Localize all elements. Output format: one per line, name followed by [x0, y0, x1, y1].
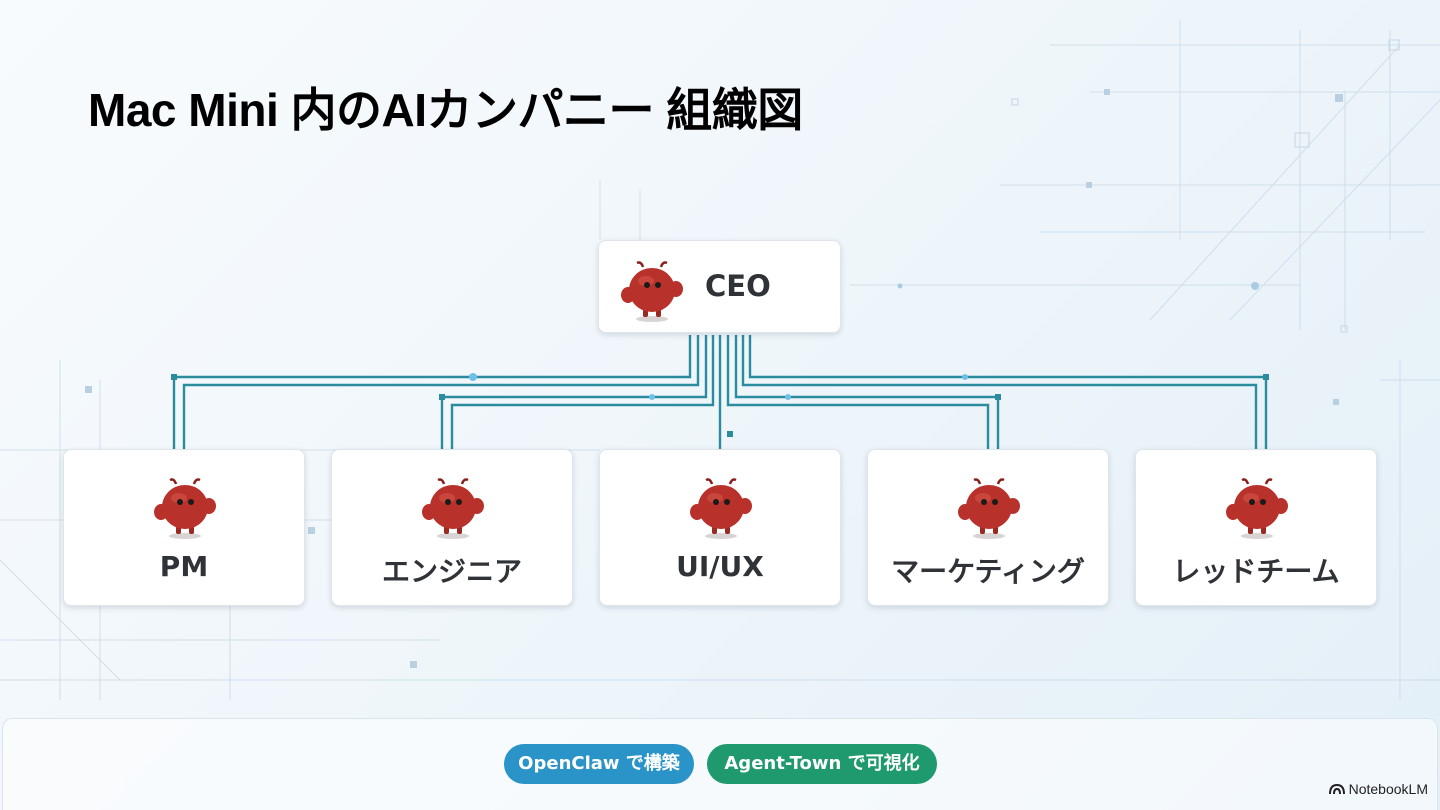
red-team-node: レッドチーム: [1135, 449, 1377, 606]
crab-mascot-icon: [958, 478, 1020, 539]
crab-mascot-icon: [154, 478, 216, 539]
engineer-node: エンジニア: [331, 449, 573, 606]
crab-mascot-icon: [621, 261, 683, 322]
crab-mascot-icon: [422, 478, 484, 539]
uiux-label: UI/UX: [676, 550, 764, 583]
page-title: Mac Mini 内のAIカンパニー 組織図: [88, 84, 803, 136]
pm-node: PM: [63, 449, 305, 606]
crab-mascot-icon: [690, 478, 752, 539]
ceo-node: CEO: [598, 240, 841, 333]
marketing-node: マーケティング: [867, 449, 1109, 606]
uiux-node: UI/UX: [599, 449, 841, 606]
watermark-text: NotebookLM: [1348, 781, 1428, 797]
ceo-label: CEO: [705, 269, 771, 303]
crab-mascot-icon: [1226, 478, 1288, 539]
openclaw-badge: OpenClaw で構築: [504, 744, 694, 784]
notebooklm-logo-icon: [1328, 783, 1345, 795]
agent-town-badge: Agent-Town で可視化: [707, 744, 937, 784]
pm-label: PM: [159, 550, 209, 583]
red-team-label: レッドチーム: [1172, 555, 1340, 588]
notebooklm-watermark: NotebookLM: [1328, 781, 1428, 797]
engineer-label: エンジニア: [381, 555, 522, 588]
marketing-label: マーケティング: [891, 555, 1085, 588]
